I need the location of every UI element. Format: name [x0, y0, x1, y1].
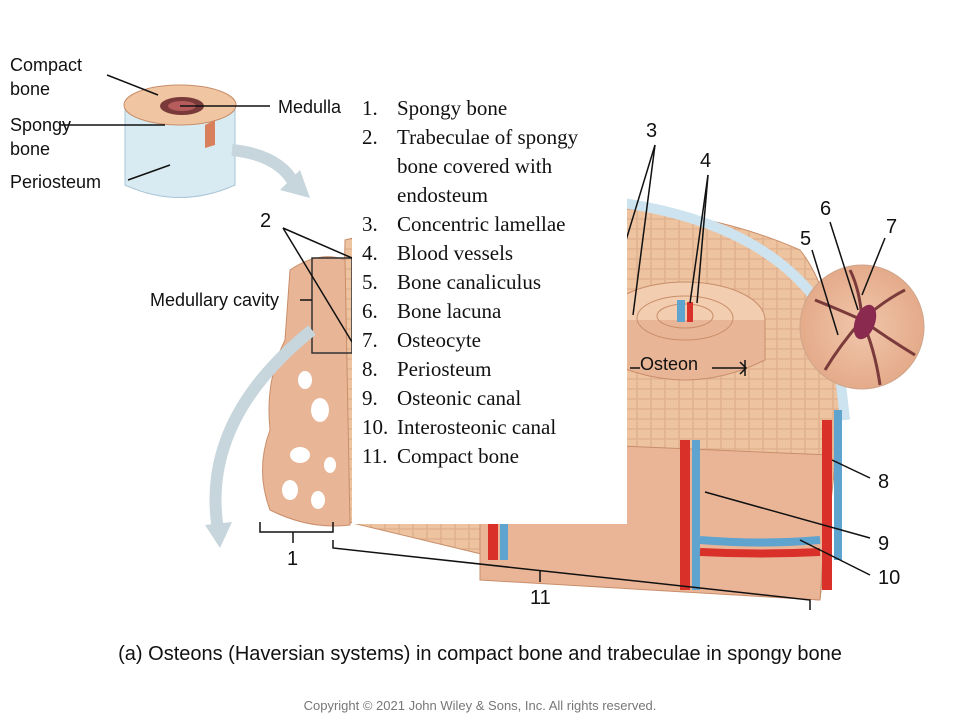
- key-number: 9.: [362, 386, 378, 410]
- number-6: 6: [820, 198, 832, 220]
- copyright-notice: Copyright © 2021 John Wiley & Sons, Inc.…: [303, 698, 657, 713]
- label-spongy-bone-line2: bone: [10, 139, 51, 159]
- key-text: Concentric lamellae: [397, 212, 566, 236]
- key-item: 8. Periosteum: [352, 355, 627, 384]
- key-text: Bone canaliculus: [397, 270, 542, 294]
- key-list: 1. Spongy bone 2. Trabeculae of spongy bon…: [352, 94, 627, 471]
- key-item: 7. Osteocyte: [352, 326, 627, 355]
- key-item: 9. Osteonic canal: [352, 384, 627, 413]
- key-item: endosteum: [352, 181, 627, 210]
- key-item: 4. Blood vessels: [352, 239, 627, 268]
- key-text: Interosteonic canal: [397, 415, 557, 439]
- number-2: 2: [260, 210, 272, 232]
- number-9: 9: [878, 533, 890, 555]
- key-item: bone covered with: [352, 152, 627, 181]
- key-number: 11.: [362, 444, 388, 468]
- key-number: 5.: [362, 270, 378, 294]
- key-number: 1.: [362, 96, 378, 120]
- label-compact-bone-line2: bone: [10, 79, 51, 99]
- key-text: Compact bone: [397, 444, 519, 468]
- key-item: 11. Compact bone: [352, 442, 627, 471]
- number-10: 10: [878, 567, 901, 589]
- osteocyte-inset: [799, 264, 925, 390]
- key-number: 4.: [362, 241, 378, 265]
- key-item: 5. Bone canaliculus: [352, 268, 627, 297]
- label-medulla-partial: Medulla: [278, 97, 342, 117]
- key-text: endosteum: [397, 183, 488, 207]
- key-box: 1. Spongy bone 2. Trabeculae of spongy bon…: [352, 94, 627, 524]
- key-number: 3.: [362, 212, 378, 236]
- spongy-bone: [262, 256, 353, 527]
- number-4: 4: [700, 150, 712, 172]
- key-text: Spongy bone: [397, 96, 508, 120]
- number-7: 7: [886, 216, 898, 238]
- label-compact-bone-line1: Compact: [10, 55, 83, 75]
- zoom-arrow-left: [209, 325, 316, 531]
- zoom-arrow-top: [231, 144, 301, 188]
- key-text: bone covered with: [397, 154, 553, 178]
- key-text: Osteonic canal: [397, 386, 522, 410]
- key-item: 2. Trabeculae of spongy: [352, 123, 627, 152]
- label-medullary-cavity: Medullary cavity: [150, 290, 280, 310]
- key-number: 10.: [362, 415, 389, 439]
- long-bone-thumbnail: [123, 84, 237, 198]
- key-number: 8.: [362, 357, 378, 381]
- key-text: Blood vessels: [397, 241, 514, 265]
- key-number: 6.: [362, 299, 378, 323]
- label-periosteum: Periosteum: [10, 172, 102, 192]
- key-number: 2.: [362, 125, 378, 149]
- leader-lines: [60, 74, 886, 610]
- key-text: Osteocyte: [397, 328, 481, 352]
- label-osteon: Osteon: [640, 354, 699, 374]
- number-3: 3: [646, 120, 658, 142]
- key-text: Periosteum: [397, 357, 492, 381]
- label-spongy-bone-line1: Spongy: [10, 115, 72, 135]
- number-1: 1: [287, 548, 299, 570]
- key-item: 10. Interosteonic canal: [352, 413, 627, 442]
- key-text: Trabeculae of spongy: [397, 125, 579, 149]
- key-item: 3. Concentric lamellae: [352, 210, 627, 239]
- key-number: 7.: [362, 328, 378, 352]
- key-item: 6. Bone lacuna: [352, 297, 627, 326]
- key-text: Bone lacuna: [397, 299, 502, 323]
- figure-caption: (a) Osteons (Haversian systems) in compa…: [118, 643, 842, 665]
- number-11: 11: [530, 587, 551, 609]
- key-item: 1. Spongy bone: [352, 94, 627, 123]
- number-5: 5: [800, 228, 812, 250]
- number-8: 8: [878, 471, 890, 493]
